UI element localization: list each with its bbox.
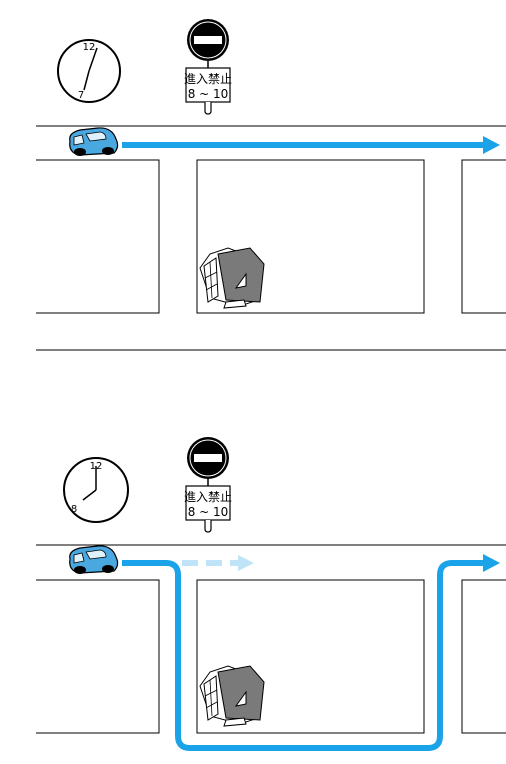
building-icon <box>199 665 265 727</box>
panel-1: 12 7 進入禁止 8 ~ 10 <box>36 19 506 351</box>
panel-2: 12 8 進入禁止 8 ~ 10 <box>36 437 506 751</box>
route-arrow <box>122 136 500 154</box>
no-entry-sign: 進入禁止 8 ~ 10 <box>184 19 232 115</box>
clock-hour-hand <box>82 489 97 501</box>
sign-text-line1: 進入禁止 <box>184 72 232 86</box>
sign-plate <box>185 67 231 103</box>
road-map <box>36 544 506 734</box>
clock: 12 8 <box>63 457 129 523</box>
car-icon <box>69 545 119 574</box>
sign-text-line2: 8 ~ 10 <box>188 87 229 101</box>
sign-text-line1: 進入禁止 <box>184 490 232 504</box>
clock: 12 7 <box>57 39 121 103</box>
detour-route-arrow <box>122 554 500 751</box>
car-icon <box>69 127 119 156</box>
sign-text-line2: 8 ~ 10 <box>188 505 229 519</box>
clock-hour-hand <box>83 70 90 91</box>
clock-label-12: 12 <box>83 42 96 53</box>
road-map <box>36 125 506 351</box>
building-icon <box>199 247 265 309</box>
no-entry-sign: 進入禁止 8 ~ 10 <box>184 437 232 533</box>
clock-label-hour: 7 <box>78 90 84 101</box>
clock-label-hour: 8 <box>71 504 77 515</box>
sign-plate <box>185 485 231 521</box>
clock-minute-hand <box>88 47 98 72</box>
blocked-route-arrow <box>182 555 254 571</box>
